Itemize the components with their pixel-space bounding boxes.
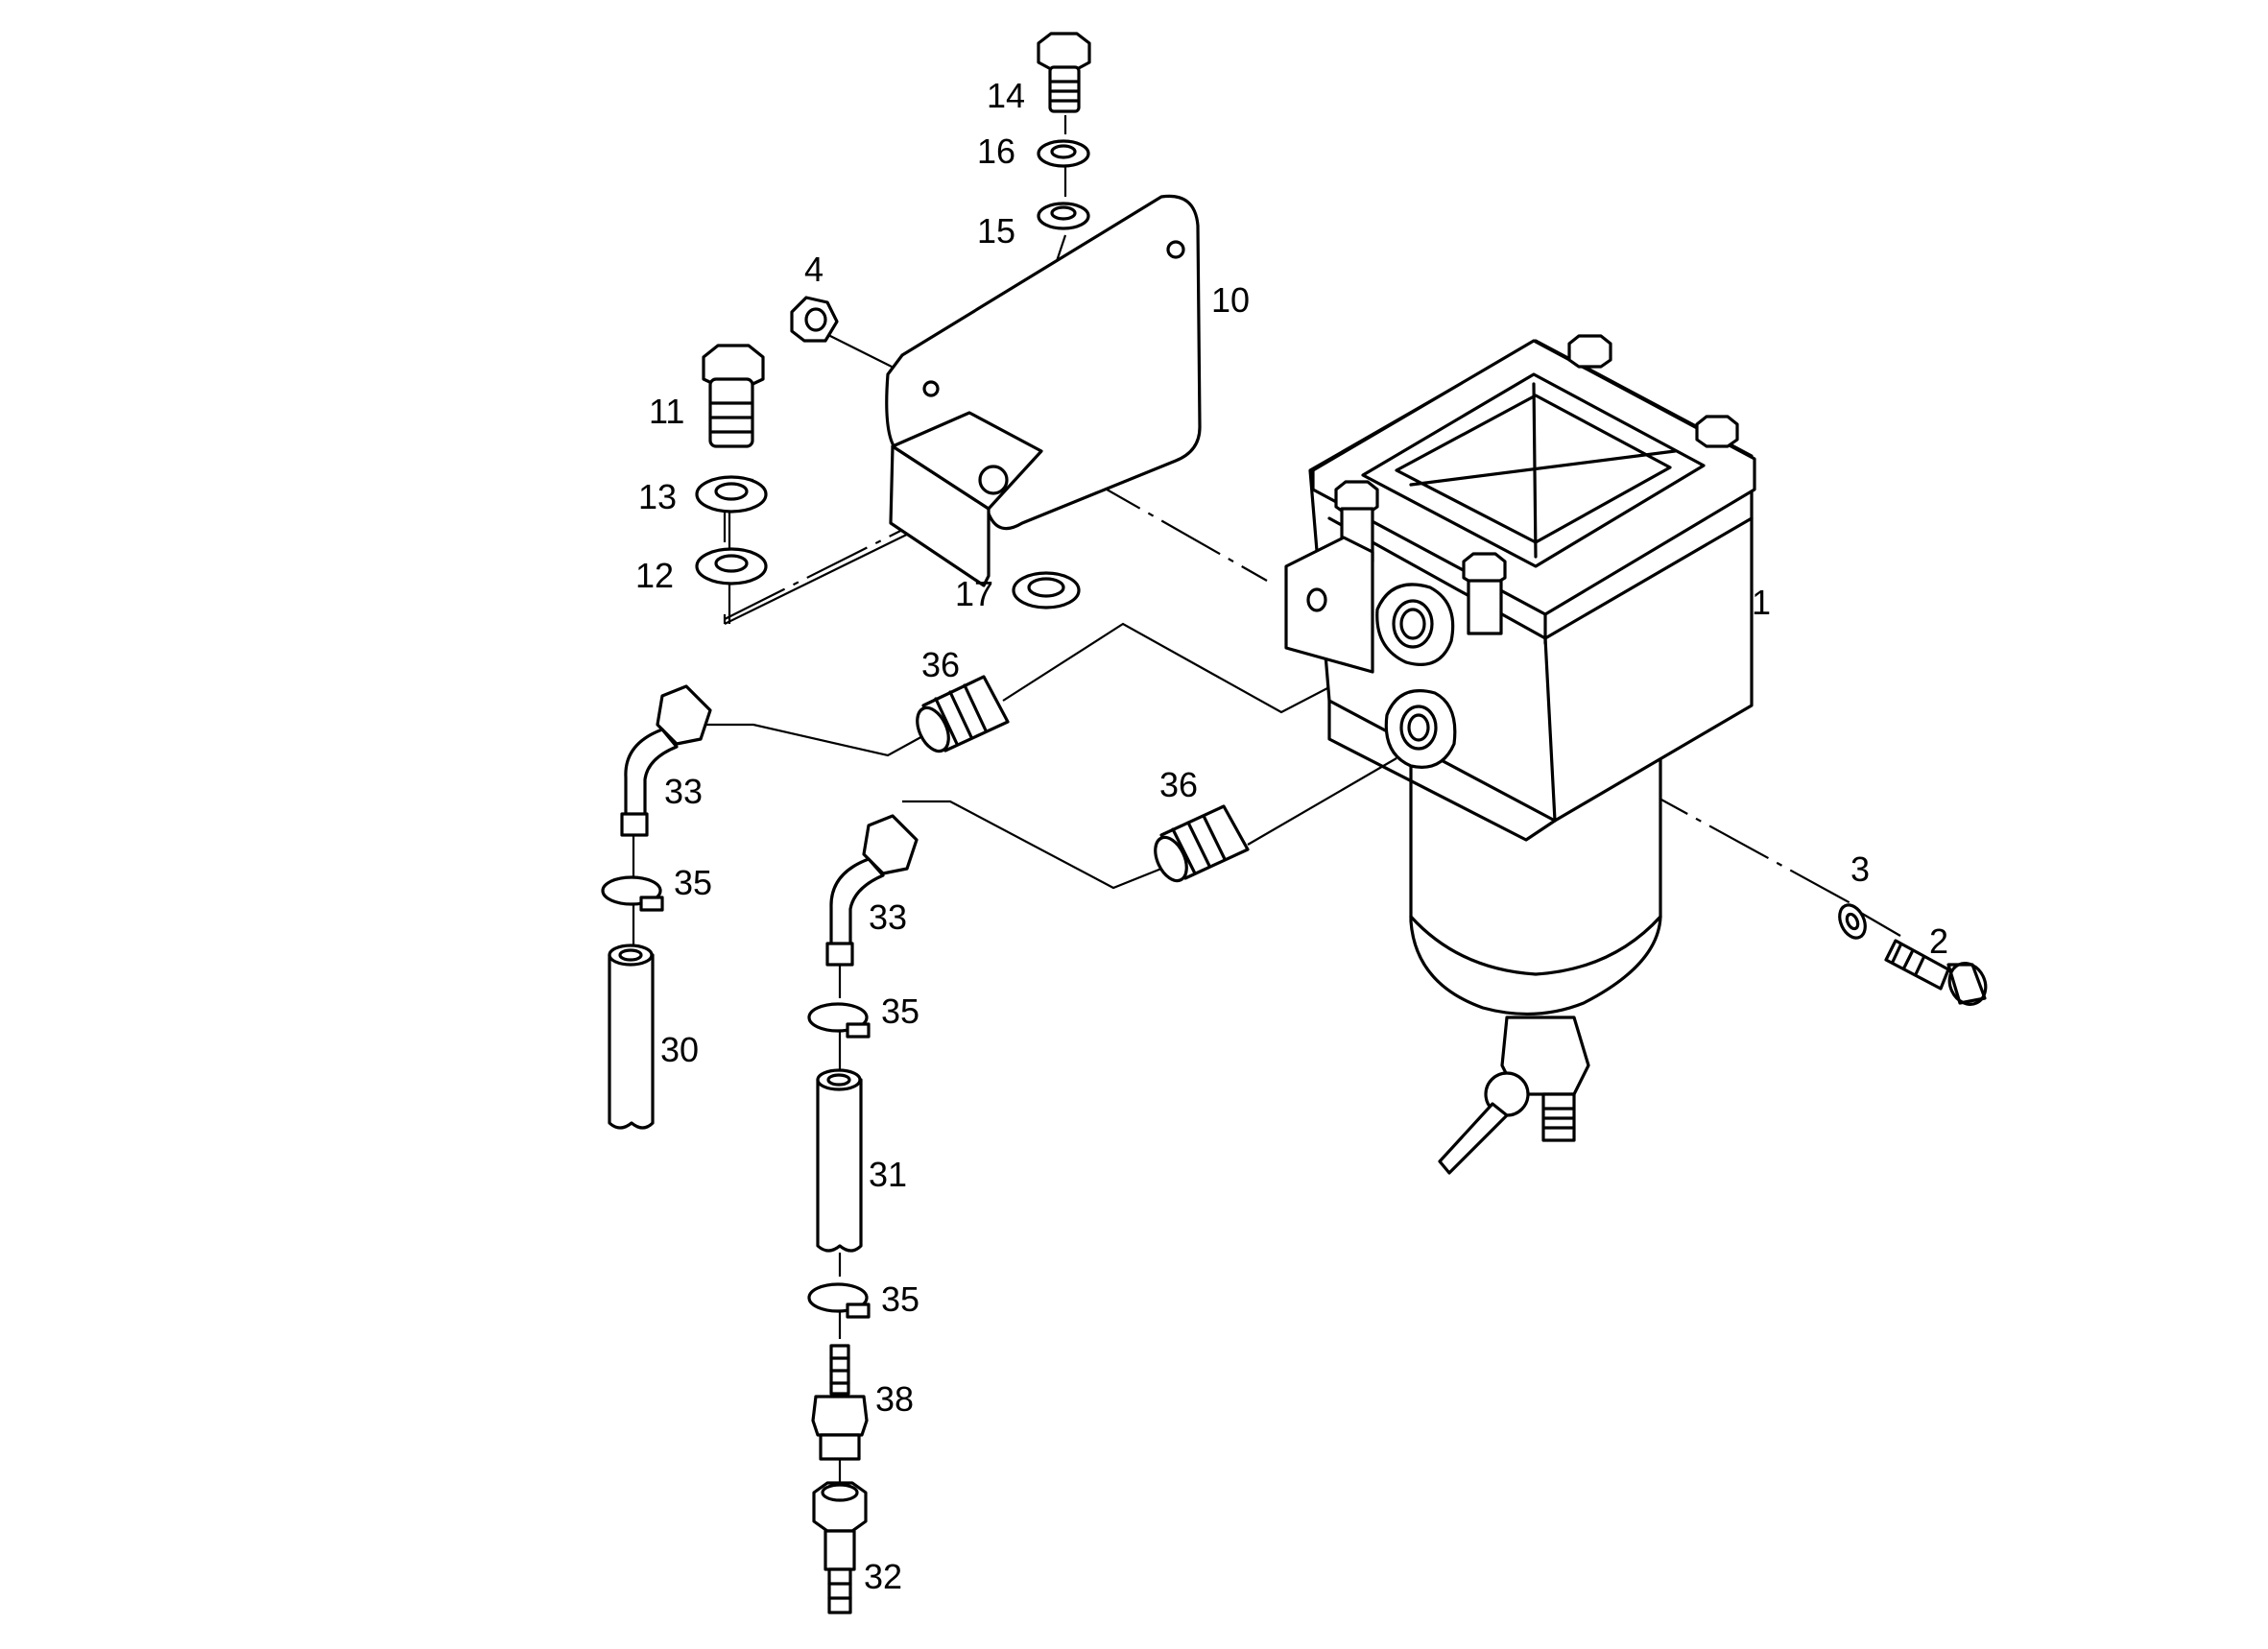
callout-labels: 1 2 3 4 10 11 12 13 14 15 16 17 30 31 32… (635, 76, 1948, 1596)
clamp-35-a (601, 875, 664, 912)
callout-1: 1 (1752, 583, 1771, 622)
leader-33a-36a (696, 723, 927, 757)
leader-4 (820, 330, 898, 370)
callout-17: 17 (955, 574, 993, 613)
clamp-35-b (807, 1002, 871, 1039)
washer-3 (1838, 903, 1867, 940)
fuel-filter-1 (1284, 334, 1756, 1175)
callout-12: 12 (635, 556, 674, 595)
callout-31: 31 (869, 1155, 907, 1194)
callout-36-lower: 36 (1159, 765, 1198, 804)
callout-13: 13 (638, 477, 677, 516)
fitting-38 (811, 1344, 869, 1461)
callout-33-lower: 33 (869, 897, 907, 937)
callout-38: 38 (875, 1379, 914, 1419)
elbow-33-upper (620, 684, 712, 837)
screw-2 (1884, 939, 1988, 1006)
bolt-11 (702, 344, 765, 448)
leader-33b-36b (902, 800, 1162, 890)
callout-14: 14 (987, 76, 1025, 115)
leader-36b-filter (1247, 757, 1397, 846)
callout-2: 2 (1929, 921, 1948, 961)
callout-11: 11 (649, 392, 684, 431)
adapter-36-upper (916, 675, 1010, 753)
washer-16 (1037, 139, 1090, 168)
leader-3-2 (1858, 911, 1901, 937)
callout-33-upper: 33 (664, 772, 703, 811)
callout-35-c: 35 (881, 1279, 919, 1319)
elbow-33-lower (825, 814, 919, 967)
washer-12 (695, 547, 768, 586)
callout-36-upper: 36 (921, 645, 960, 684)
hose-30 (608, 944, 655, 1130)
callout-4: 4 (804, 250, 824, 289)
washer-15 (1037, 202, 1090, 230)
callout-35-b: 35 (881, 992, 919, 1031)
clamp-35-c (807, 1282, 871, 1319)
callout-32: 32 (864, 1557, 902, 1596)
hose-31 (816, 1068, 863, 1253)
nut-4 (790, 296, 839, 343)
callout-3: 3 (1850, 849, 1870, 889)
callout-30: 30 (660, 1030, 699, 1069)
washer-13 (695, 475, 768, 514)
callout-16: 16 (977, 131, 1015, 171)
bolt-14 (1037, 32, 1091, 113)
adapter-36-lower (1154, 804, 1250, 883)
callout-15: 15 (977, 211, 1015, 251)
bracket-10 (885, 194, 1202, 587)
washer-17 (1012, 571, 1081, 609)
callout-10: 10 (1211, 280, 1250, 320)
callout-35-a: 35 (674, 863, 712, 902)
fitting-32 (812, 1481, 868, 1614)
